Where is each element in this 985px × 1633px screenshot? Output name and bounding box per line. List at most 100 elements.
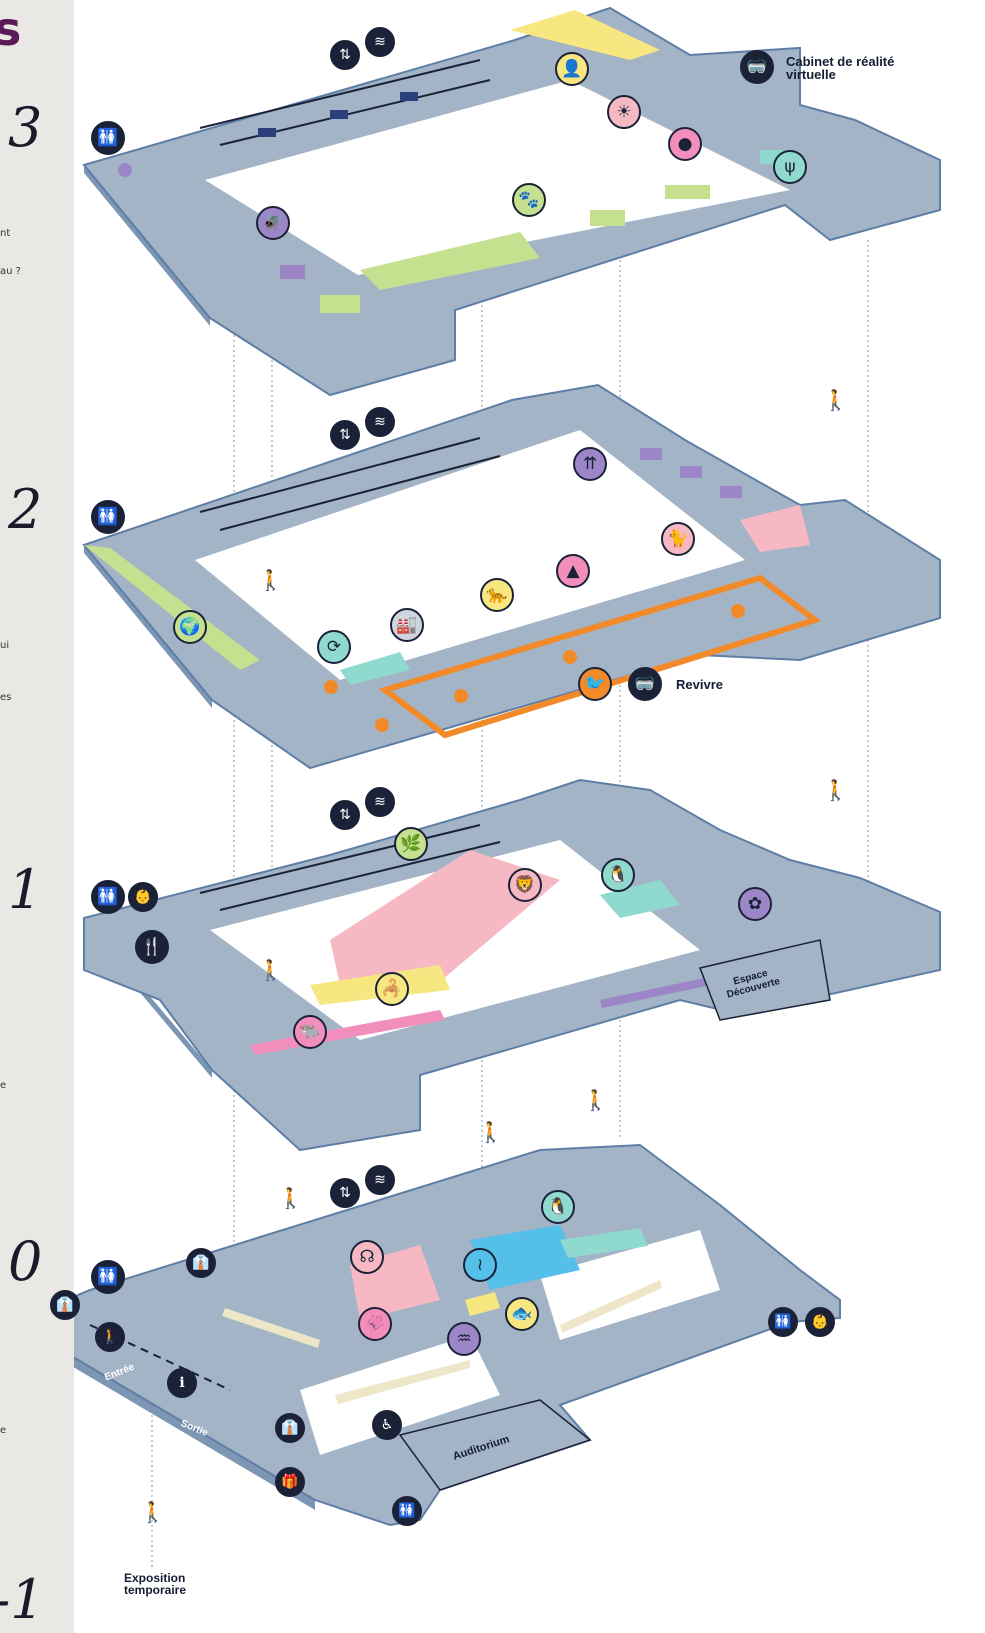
- elevator-icon[interactable]: ⇅: [330, 800, 360, 830]
- flora-exhibit-icon[interactable]: ✿: [738, 887, 772, 921]
- floor-number-1[interactable]: 1: [8, 858, 43, 921]
- fetus-exhibit-icon[interactable]: ☊: [350, 1240, 384, 1274]
- floor-1-decouverte-room: [698, 939, 831, 1021]
- lion-exhibit-icon[interactable]: 🦁: [508, 868, 542, 902]
- bison-exhibit-icon[interactable]: 🐃: [293, 1015, 327, 1049]
- elevator-icon[interactable]: ⇅: [330, 420, 360, 450]
- floor-0-entrance-dashes: [89, 1324, 231, 1391]
- shark-fin-exhibit-icon[interactable]: ▲: [556, 554, 590, 588]
- floor-number-3[interactable]: 3: [8, 96, 43, 159]
- cloakroom-icon[interactable]: 👔: [50, 1290, 80, 1320]
- walker-icon: 🚶: [258, 958, 283, 982]
- floor-0-yellow-zone: [465, 1292, 500, 1316]
- vr-headset-icon[interactable]: 🥽: [740, 50, 774, 84]
- walker-icon: 🚶: [258, 568, 283, 592]
- floor-3-yellow-zone: [510, 10, 660, 60]
- toilets-icon[interactable]: 🚻: [91, 121, 125, 155]
- stairs-icon[interactable]: ≋: [365, 1165, 395, 1195]
- toilets-glyph: 🚻: [398, 1503, 416, 1519]
- stairs-icon[interactable]: ≋: [365, 27, 395, 57]
- seahorse-exhibit-icon[interactable]: ≀: [463, 1248, 497, 1282]
- toilets-glyph: 🚻: [97, 127, 119, 148]
- museum-floor-map: [74, 6, 941, 1570]
- floor-0-teal-zone: [560, 1228, 648, 1258]
- toilets-icon[interactable]: 🚻: [91, 880, 125, 914]
- penguin-exhibit-icon[interactable]: 🐧: [601, 858, 635, 892]
- sidebar-text-fragment: e: [0, 1080, 7, 1091]
- floor-3-green-block: [665, 185, 710, 199]
- baby-change-icon[interactable]: 👶: [805, 1307, 835, 1337]
- stairs-icon[interactable]: ≋: [365, 787, 395, 817]
- cloakroom-glyph: 👔: [56, 1297, 74, 1313]
- cloakroom-icon[interactable]: 👔: [275, 1413, 305, 1443]
- toilets-icon[interactable]: 🚻: [768, 1307, 798, 1337]
- paw-exhibit-icon[interactable]: 🐾: [512, 183, 546, 217]
- toilets-glyph: 🚻: [97, 506, 119, 527]
- cat-exhibit-icon[interactable]: 🐈: [661, 522, 695, 556]
- vr-glyph: 🥽: [746, 56, 768, 77]
- fish-exhibit-icon[interactable]: 🐟: [505, 1297, 539, 1331]
- floor-2[interactable]: [82, 383, 941, 770]
- toilets-icon[interactable]: 🚻: [91, 1260, 125, 1294]
- factory-exhibit-icon[interactable]: 🏭: [390, 608, 424, 642]
- deep-sea-exhibit-icon[interactable]: ♒: [447, 1322, 481, 1356]
- floor-number-minus-1[interactable]: -1: [0, 1568, 45, 1631]
- globe-exhibit-icon[interactable]: 🌍: [173, 610, 207, 644]
- floor-3-slab-side: [84, 165, 210, 326]
- elevator-icon[interactable]: ⇅: [330, 40, 360, 70]
- elevator-icon[interactable]: ⇅: [330, 1178, 360, 1208]
- floor-0-slab-side: [74, 1357, 315, 1510]
- baby-change-glyph: 👶: [134, 889, 152, 905]
- cloakroom-icon[interactable]: 👔: [186, 1248, 216, 1278]
- floor-1-corridor-walls: [199, 824, 501, 911]
- restaurant-glyph: 🍴: [141, 936, 163, 957]
- coral-exhibit-icon[interactable]: ψ: [773, 150, 807, 184]
- floor-sidebar: s 3 2 1 0 -1 nt au ? ui es e e: [0, 0, 74, 1633]
- toilets-icon[interactable]: 🚻: [91, 500, 125, 534]
- floor-0-blue-zone: [470, 1225, 580, 1290]
- plant-animal-exhibit-icon[interactable]: 🌿: [394, 827, 428, 861]
- evolution-exhibit-icon[interactable]: ⇈: [573, 447, 607, 481]
- profile-exhibit-icon[interactable]: 👤: [555, 52, 589, 86]
- restaurant-icon[interactable]: 🍴: [135, 930, 169, 964]
- floor-1-savanna-pink: [330, 850, 560, 990]
- accessible-elevator-icon[interactable]: ♿: [372, 1410, 402, 1440]
- sidebar-text-fragment: e: [0, 1425, 7, 1436]
- elevator-glyph: ⇅: [339, 427, 351, 443]
- dodo-exhibit-icon[interactable]: 🐦: [578, 667, 612, 701]
- sidebar-text-fragment: es: [0, 692, 12, 703]
- floor-1-teal-zone: [600, 880, 680, 918]
- floor-0-courtyard: [300, 1335, 500, 1455]
- sidebar-text-fragment: au ?: [0, 266, 21, 277]
- walker-icon: 🚶: [478, 1120, 503, 1144]
- floor-2-pink-zone: [740, 505, 810, 552]
- floor-0-whale-skeletons: [222, 1280, 662, 1404]
- floor-number-0[interactable]: 0: [8, 1230, 43, 1293]
- toilets-glyph: 🚻: [97, 1266, 119, 1287]
- scorpion-exhibit-icon[interactable]: 🦂: [375, 972, 409, 1006]
- squid-exhibit-icon[interactable]: 🦑: [358, 1307, 392, 1341]
- fly-exhibit-icon[interactable]: 🪰: [256, 206, 290, 240]
- toilets-icon[interactable]: 🚻: [392, 1496, 422, 1526]
- floor-2-orange-area: [378, 574, 822, 739]
- gift-shop-icon[interactable]: 🎁: [275, 1467, 305, 1497]
- temporary-exhibition-label: Exposition temporaire: [124, 1571, 187, 1597]
- stairs-glyph: ≋: [374, 34, 386, 50]
- revivre-label: Revivre: [676, 677, 723, 692]
- info-icon[interactable]: i: [167, 1368, 197, 1398]
- gift-glyph: 🎁: [281, 1474, 299, 1490]
- meeting-point-icon[interactable]: 🚶: [95, 1322, 125, 1352]
- elevator-glyph: ⇅: [339, 1185, 351, 1201]
- floor-number-2[interactable]: 2: [8, 478, 43, 541]
- baby-change-icon[interactable]: 👶: [128, 882, 158, 912]
- sun-exhibit-icon[interactable]: ☀: [607, 95, 641, 129]
- animal-cycle-exhibit-icon[interactable]: ⟳: [317, 630, 351, 664]
- vr-headset-icon[interactable]: 🥽: [628, 667, 662, 701]
- seeds-exhibit-icon[interactable]: ●: [668, 127, 702, 161]
- floor-0-courtyard-2: [540, 1230, 720, 1340]
- big-cat-exhibit-icon[interactable]: 🐆: [480, 578, 514, 612]
- floor-1[interactable]: [83, 778, 941, 1152]
- penguin-exhibit-icon[interactable]: 🐧: [541, 1190, 575, 1224]
- floor-3-purple-block: [280, 265, 305, 279]
- stairs-icon[interactable]: ≋: [365, 407, 395, 437]
